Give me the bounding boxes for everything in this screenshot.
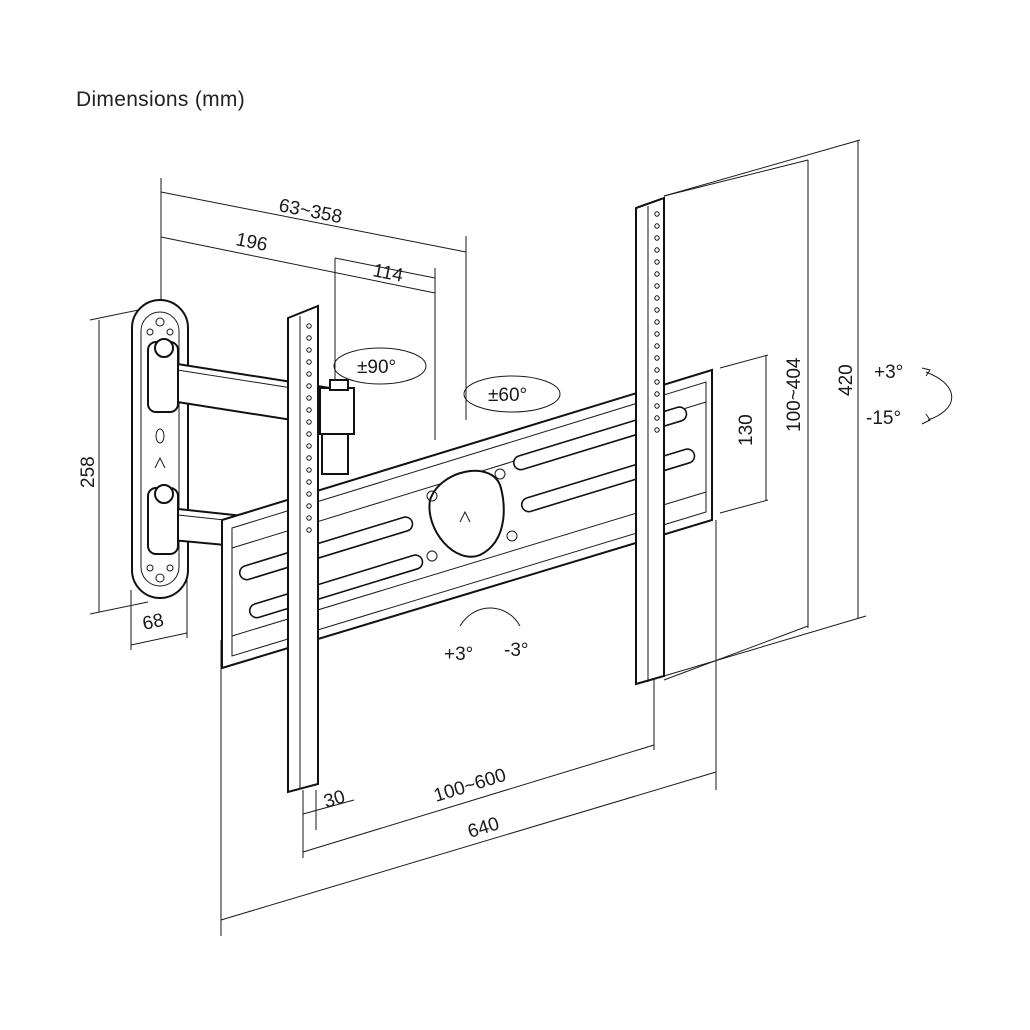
rail-hole (654, 355, 660, 361)
rail-hole (654, 247, 660, 253)
page-title: Dimensions (mm) (76, 88, 246, 111)
label-bracket-height: 130 (736, 414, 757, 446)
rail-hole (306, 419, 312, 425)
rail-hole (654, 403, 660, 409)
rail-hole (654, 379, 660, 385)
dimension-lines-left (89, 307, 188, 650)
rail-hole (306, 323, 312, 329)
dimension-lines-right (663, 139, 867, 681)
rotation-labels: ±90° ±60° +3° -15° +3° -3° (357, 357, 903, 665)
rail-hole (306, 527, 312, 533)
rail-holes (306, 211, 660, 533)
rail-hole (306, 479, 312, 485)
rail-hole (306, 431, 312, 437)
rail-hole (306, 395, 312, 401)
label-level-plus: +3° (444, 644, 473, 665)
rotation-indicators (333, 347, 953, 627)
rail-hole (306, 467, 312, 473)
rail-hole (654, 343, 660, 349)
rail-hole (306, 383, 312, 389)
label-level-minus: -3° (504, 640, 529, 661)
rail-hole (306, 359, 312, 365)
rail-hole (654, 427, 660, 433)
vertical-rail-right (635, 196, 665, 686)
label-rail-width: 30 (321, 787, 347, 813)
label-vesa-horizontal: 100~600 (431, 765, 508, 807)
label-tilt-up: +3° (874, 362, 903, 383)
rail-hole (306, 455, 312, 461)
rail-hole (654, 331, 660, 337)
rail-hole (654, 391, 660, 397)
label-swivel-60: ±60° (488, 385, 527, 406)
rail-hole (654, 283, 660, 289)
rail-hole (306, 407, 312, 413)
label-arm-height: 420 (836, 364, 857, 396)
label-wall-plate-height: 258 (78, 456, 99, 488)
label-arm-114: 114 (371, 260, 405, 286)
rail-hole (654, 295, 660, 301)
label-wall-plate-width: 68 (141, 610, 166, 635)
label-arm-extension: 63~358 (277, 195, 344, 228)
label-total-width: 640 (465, 813, 501, 842)
label-tilt-down: -15° (866, 408, 901, 429)
rail-hole (654, 271, 660, 277)
dimension-lines-top (160, 178, 467, 440)
rail-hole (306, 443, 312, 449)
vertical-rail-left (287, 304, 319, 794)
rail-hole (654, 211, 660, 217)
dimension-lines-bottom (220, 520, 717, 936)
rail-hole (654, 307, 660, 313)
rail-hole (654, 259, 660, 265)
rail-hole (306, 371, 312, 377)
rail-hole (654, 367, 660, 373)
rail-hole (654, 319, 660, 325)
rail-hole (306, 503, 312, 509)
label-arm-196: 196 (234, 229, 269, 256)
rail-hole (306, 347, 312, 353)
label-swivel-90: ±90° (357, 357, 396, 378)
rail-hole (654, 223, 660, 229)
rail-hole (654, 415, 660, 421)
label-vesa-vertical: 100~404 (784, 357, 805, 432)
rail-hole (306, 335, 312, 341)
rail-hole (306, 491, 312, 497)
rail-hole (654, 235, 660, 241)
rail-hole (306, 515, 312, 521)
